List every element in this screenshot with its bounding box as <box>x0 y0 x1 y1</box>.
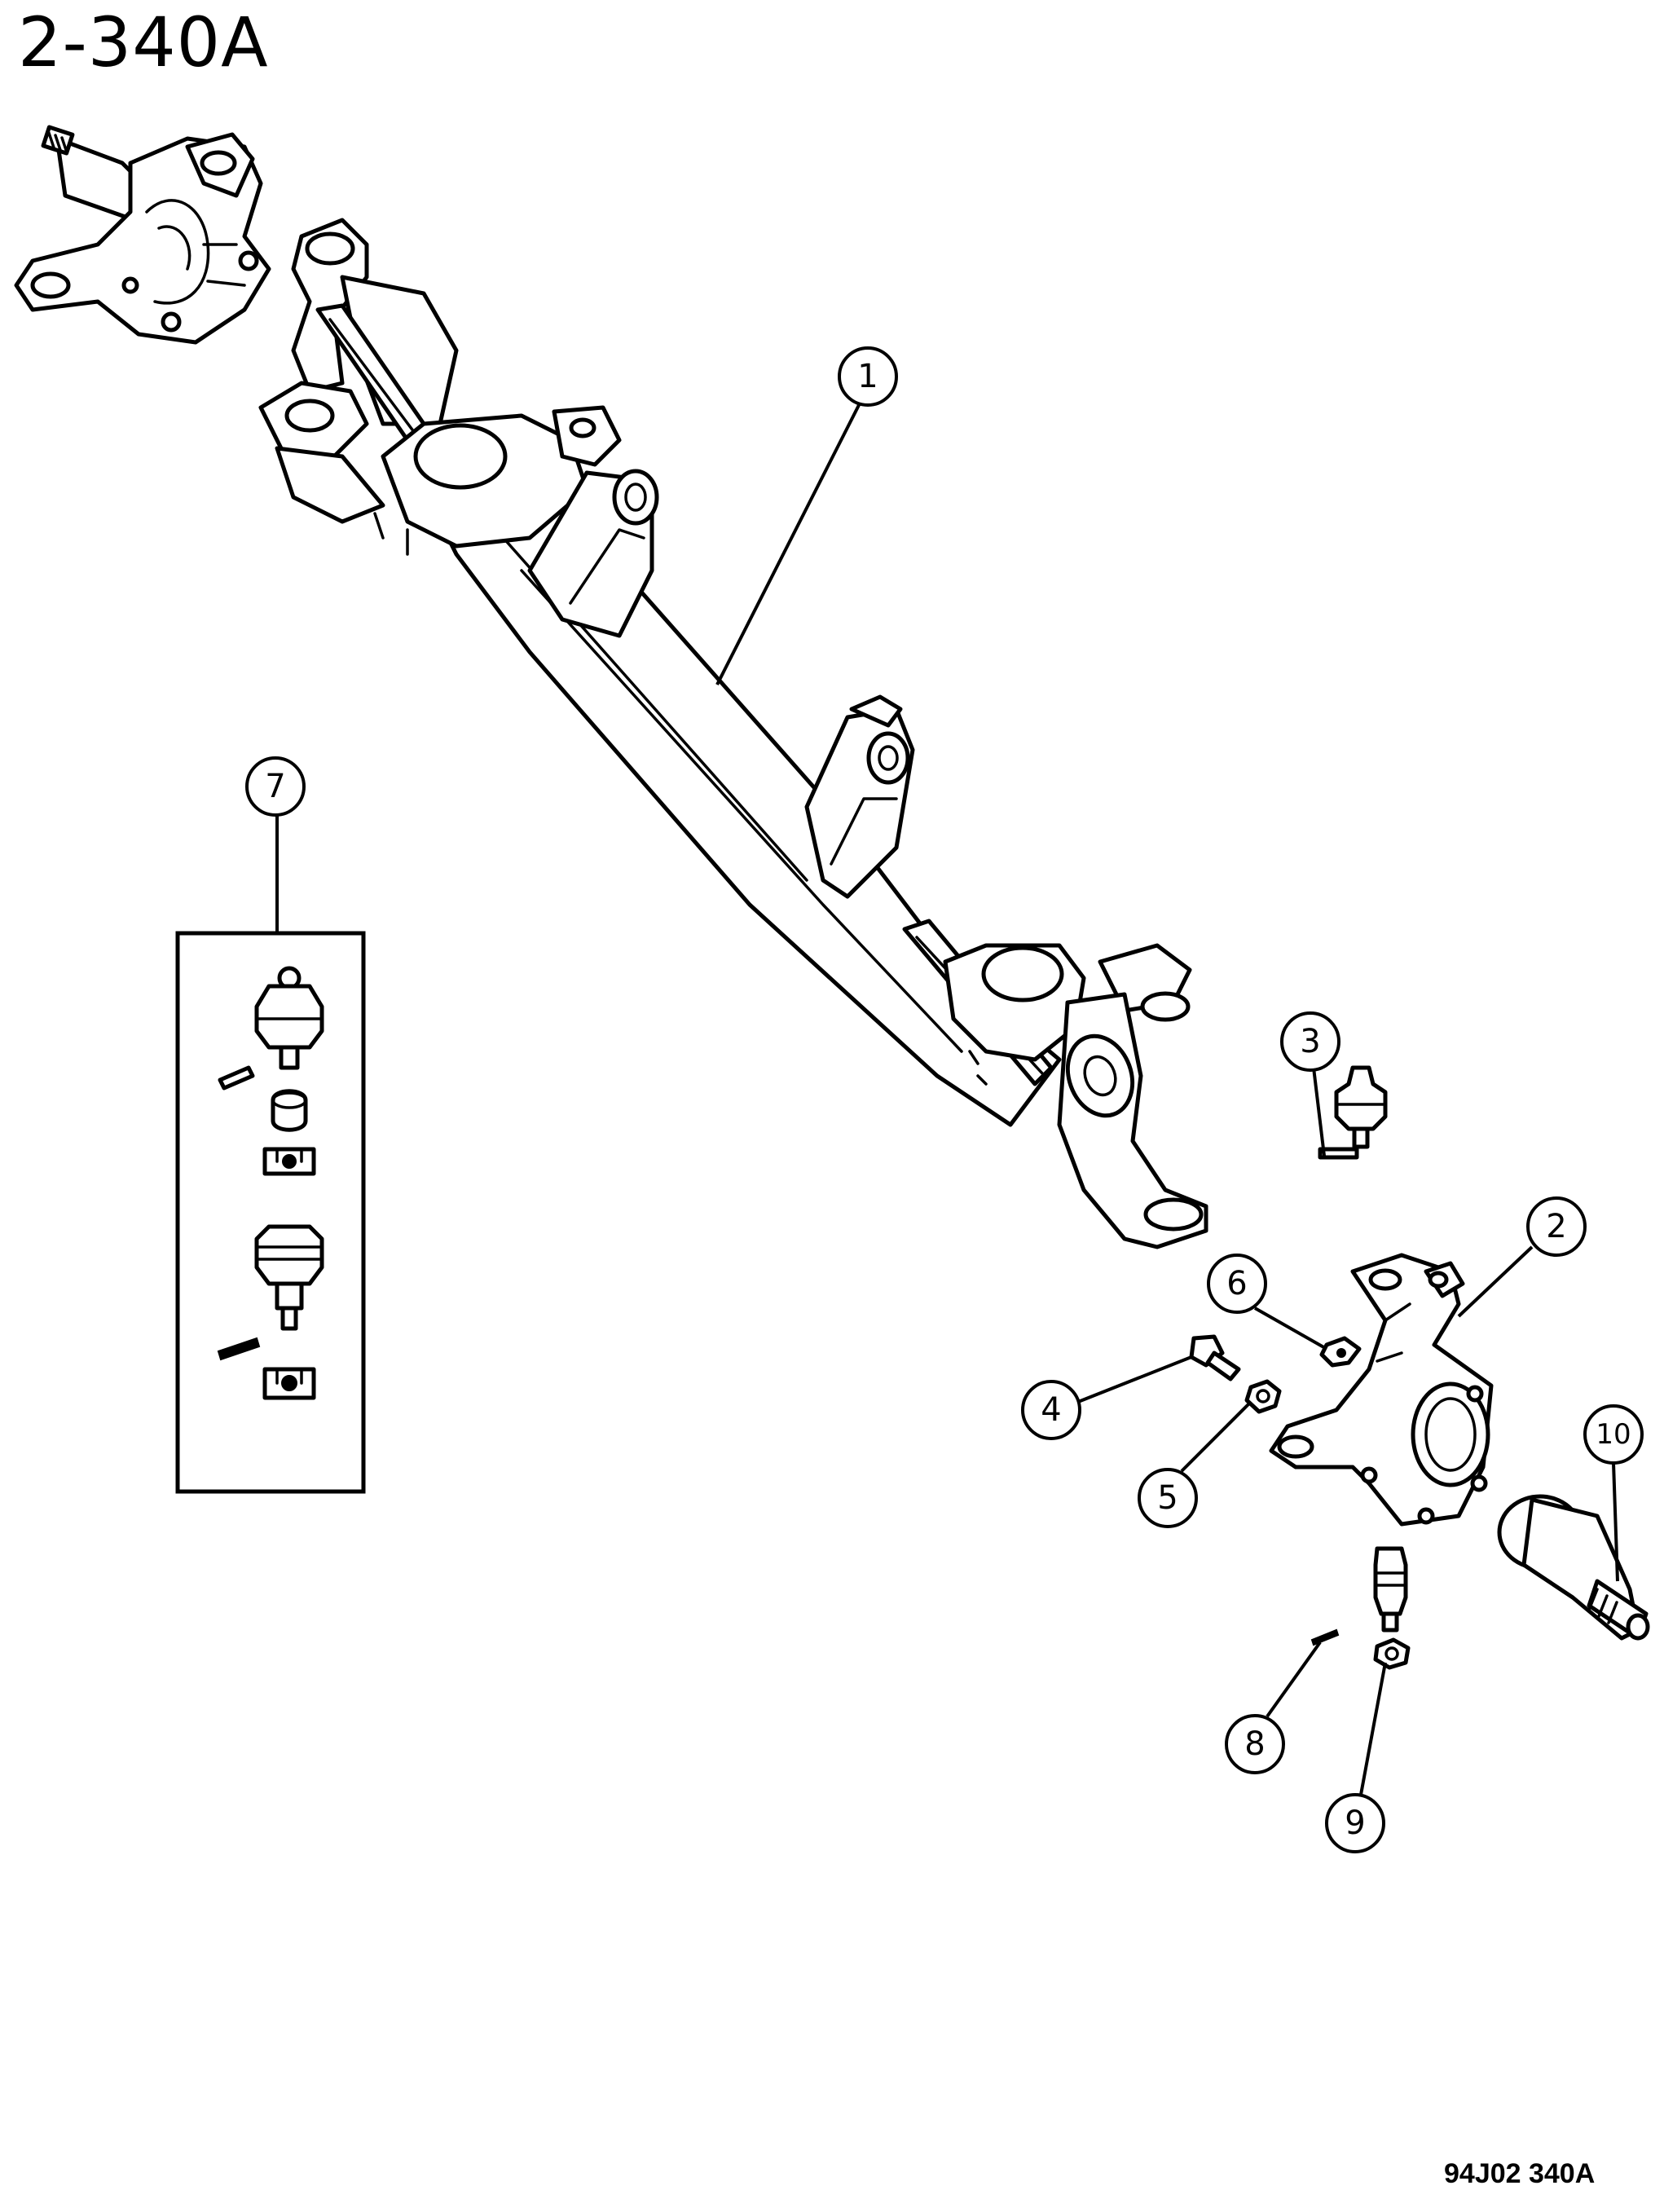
page-label: 2-340A <box>18 2 269 82</box>
svg-text:1: 1 <box>857 358 878 395</box>
figure-code: 94J02 340A <box>1444 2158 1596 2189</box>
callout-3: 3 <box>1280 1011 1340 1072</box>
svg-text:7: 7 <box>265 768 285 805</box>
adjusting-stud <box>1189 1334 1241 1381</box>
svg-text:2: 2 <box>1546 1208 1566 1245</box>
upper-ball-joint <box>1318 1065 1388 1160</box>
adjusting-nut <box>1244 1379 1282 1414</box>
callout-7: 7 <box>245 756 306 817</box>
left-steering-knuckle <box>14 125 271 345</box>
svg-text:10: 10 <box>1596 1418 1631 1451</box>
svg-text:3: 3 <box>1300 1023 1320 1060</box>
right-steering-knuckle <box>1269 1253 1494 1527</box>
callout-10: 10 <box>1583 1404 1644 1465</box>
spindle <box>1497 1494 1650 1641</box>
axle-housing <box>258 218 1208 1249</box>
lower-ball-joint <box>1310 1546 1411 1670</box>
svg-text:8: 8 <box>1244 1725 1265 1763</box>
svg-text:5: 5 <box>1157 1479 1178 1517</box>
callout-5: 5 <box>1138 1468 1198 1528</box>
callout-4: 4 <box>1021 1380 1081 1440</box>
callout-2: 2 <box>1526 1196 1587 1257</box>
ball-joint-kit-parts <box>217 966 324 1400</box>
leader-lines <box>275 403 1619 1796</box>
ball-joint-kit-box <box>175 931 366 1494</box>
svg-text:4: 4 <box>1041 1391 1061 1429</box>
cotter-key <box>1319 1336 1362 1368</box>
callout-9: 9 <box>1325 1793 1385 1853</box>
svg-text:9: 9 <box>1345 1804 1365 1842</box>
svg-text:6: 6 <box>1226 1265 1247 1302</box>
callout-1: 1 <box>838 346 898 407</box>
callout-6: 6 <box>1207 1254 1267 1314</box>
callout-8: 8 <box>1225 1714 1285 1774</box>
